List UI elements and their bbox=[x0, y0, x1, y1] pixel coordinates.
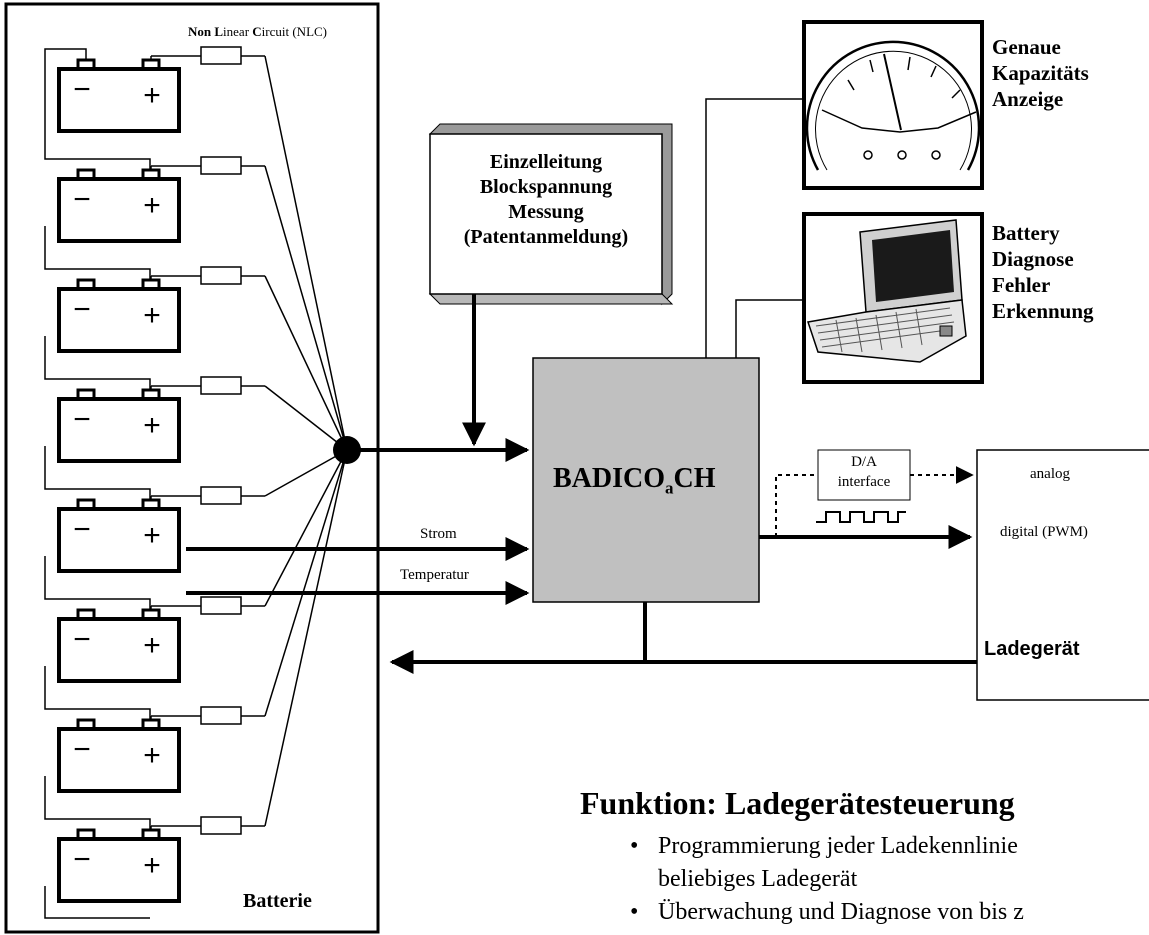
battery-cell: −+ bbox=[44, 168, 181, 280]
function-heading: Funktion: Ladegerätesteuerung bbox=[580, 785, 1015, 821]
charger-box bbox=[976, 449, 1149, 701]
nlc-resistor bbox=[150, 449, 348, 725]
series-wire bbox=[44, 776, 151, 830]
nlc-wire bbox=[264, 55, 348, 451]
battery-pack-frame bbox=[4, 2, 380, 934]
laptop-connection bbox=[735, 299, 804, 358]
nlc-resistor bbox=[150, 449, 348, 505]
gauge-connection bbox=[705, 98, 804, 358]
bullet-item-1: Programmierung jeder Ladekennlinie belie… bbox=[630, 830, 1149, 896]
nlc-network bbox=[150, 46, 348, 835]
strom-label: Strom bbox=[420, 526, 457, 542]
series-wire bbox=[44, 336, 151, 390]
cell-plus-label: + bbox=[143, 629, 161, 662]
battery-cell: −+ bbox=[57, 828, 181, 903]
series-wire bbox=[44, 226, 151, 280]
measurement-line-2: Blockspannung bbox=[479, 176, 613, 198]
cell-minus-label: − bbox=[73, 733, 91, 766]
battery-cell: −+ bbox=[44, 278, 181, 390]
battery-cell: −+ bbox=[44, 718, 181, 830]
da-interface-box bbox=[817, 449, 911, 501]
bullet-item-2: Überwachung und Diagnose von bis z bbox=[630, 896, 1149, 929]
cell-minus-label: − bbox=[73, 843, 91, 876]
series-wire bbox=[44, 556, 151, 610]
measurement-box bbox=[428, 123, 674, 306]
measurement-line-4: (Patentanmeldung) bbox=[463, 226, 629, 248]
cell-plus-label: + bbox=[143, 849, 161, 882]
cell-minus-label: − bbox=[73, 403, 91, 436]
measurement-line-1: Einzelleitung bbox=[489, 151, 603, 173]
nlc-wire bbox=[264, 449, 348, 717]
nlc-wire bbox=[264, 449, 348, 827]
temperatur-label: Temperatur bbox=[400, 567, 469, 583]
nlc-wire bbox=[264, 385, 348, 451]
cell-plus-label: + bbox=[143, 739, 161, 772]
nlc-wire bbox=[264, 275, 348, 451]
nlc-resistor bbox=[150, 156, 348, 451]
charger-analog-label: analog bbox=[1030, 466, 1070, 482]
battery-cell: −+ bbox=[44, 608, 181, 720]
nlc-wire bbox=[264, 449, 348, 607]
battery-label: Batterie bbox=[243, 890, 312, 912]
measurement-box-text: Einzelleitung Blockspannung Messung (Pat… bbox=[430, 150, 662, 250]
battery-cells: −+−+−+−+−+−+−+−+ bbox=[44, 48, 181, 919]
nlc-label: Non Linear Circuit (NLC) bbox=[188, 24, 328, 39]
nlc-resistor bbox=[150, 46, 348, 451]
function-bullet-list: Programmierung jeder Ladekennlinie belie… bbox=[608, 830, 1149, 929]
pwm-waveform-icon bbox=[816, 511, 906, 523]
measurement-line-3: Messung bbox=[508, 201, 584, 223]
nlc-resistor bbox=[150, 266, 348, 451]
nlc-resistor bbox=[150, 376, 348, 451]
nlc-resistor bbox=[150, 449, 348, 835]
gauge-label: Genaue Kapazitäts Anzeige bbox=[992, 35, 1089, 111]
cell-plus-label: + bbox=[143, 299, 161, 332]
laptop-label: Battery Diagnose Fehler Erkennung bbox=[992, 221, 1094, 323]
battery-cell: −+ bbox=[44, 498, 181, 610]
pack-terminal-wire bbox=[44, 886, 150, 919]
charger-name: Ladegerät bbox=[984, 638, 1080, 660]
battery-cell: −+ bbox=[44, 48, 181, 170]
controller-box bbox=[532, 357, 760, 603]
cell-minus-label: − bbox=[73, 293, 91, 326]
cell-minus-label: − bbox=[73, 623, 91, 656]
laptop-box bbox=[802, 212, 984, 384]
cell-plus-label: + bbox=[143, 409, 161, 442]
series-wire bbox=[44, 666, 151, 720]
cell-minus-label: − bbox=[73, 183, 91, 216]
cell-minus-label: − bbox=[73, 73, 91, 106]
controller-name: BADICOaCH bbox=[553, 463, 716, 498]
battery-cell: −+ bbox=[44, 388, 181, 500]
nlc-resistor bbox=[150, 449, 348, 615]
cell-plus-label: + bbox=[143, 79, 161, 112]
gauge-box bbox=[802, 20, 984, 190]
nlc-wire bbox=[264, 449, 348, 497]
cell-minus-label: − bbox=[73, 513, 91, 546]
series-wire bbox=[44, 116, 151, 170]
cell-plus-label: + bbox=[143, 519, 161, 552]
charger-digital-label: digital (PWM) bbox=[1000, 524, 1088, 540]
cell-plus-label: + bbox=[143, 189, 161, 222]
nlc-wire bbox=[264, 165, 348, 451]
da-interface-label: D/A interface bbox=[837, 454, 891, 490]
series-wire bbox=[44, 446, 151, 500]
analog-dotted-connection bbox=[775, 474, 818, 537]
